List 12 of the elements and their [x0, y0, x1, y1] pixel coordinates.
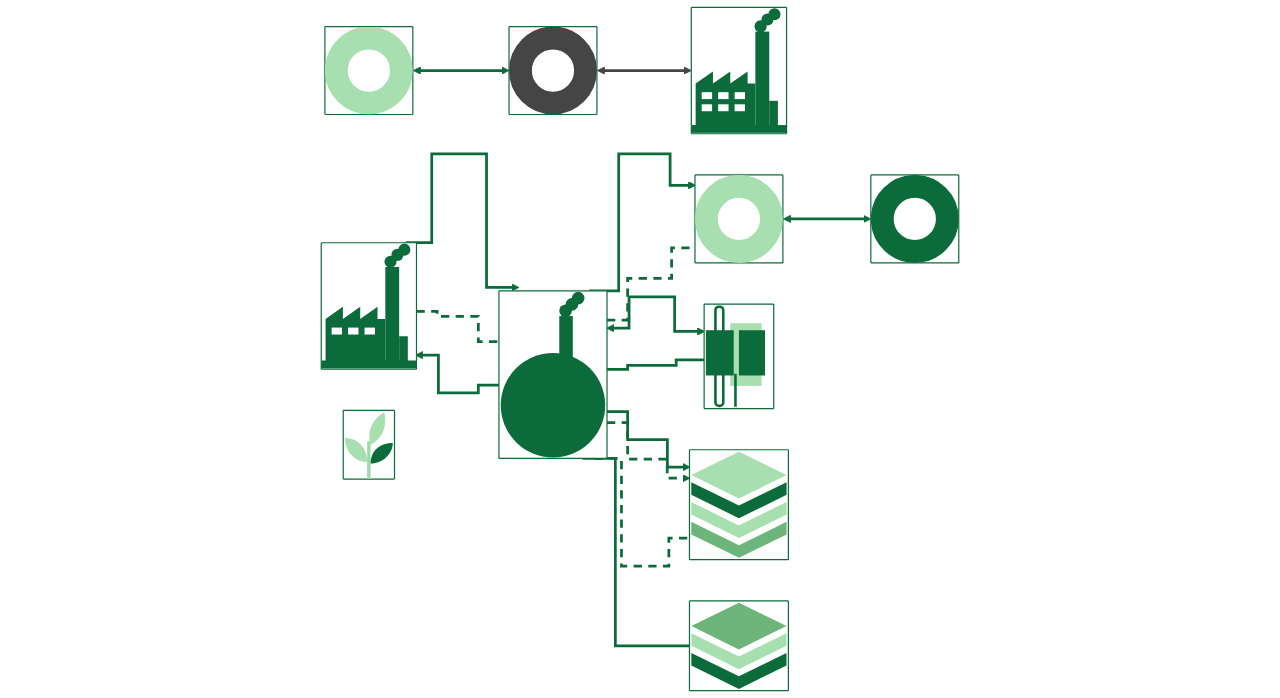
arrow — [589, 152, 696, 293]
arrow — [405, 152, 520, 292]
double-arrow — [606, 295, 706, 336]
double-arrow — [412, 66, 510, 75]
dashed-line — [416, 310, 499, 343]
arrow — [415, 351, 499, 395]
arrow — [607, 410, 691, 472]
dashed-arrow — [607, 421, 691, 483]
connector-line — [607, 358, 705, 371]
double-arrow — [596, 66, 692, 75]
connector-line — [582, 457, 690, 648]
double-arrow — [782, 214, 872, 223]
